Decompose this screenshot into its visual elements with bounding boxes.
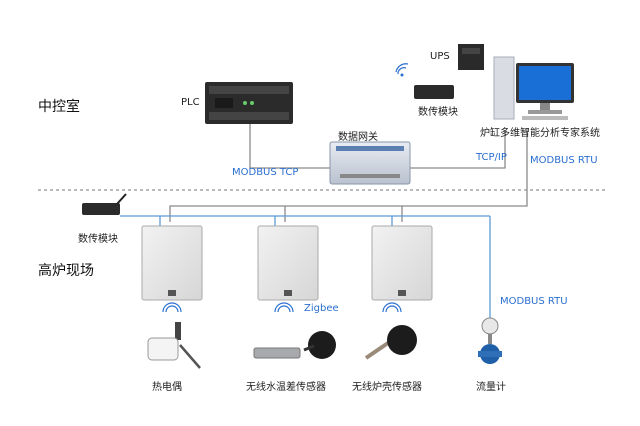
dtu-left-label: 数传模块: [78, 234, 118, 245]
shell-sensor-device: [364, 325, 417, 360]
zone-control-room: 中控室: [38, 99, 80, 115]
computer-device: [493, 56, 574, 120]
plc-label: PLC: [181, 97, 200, 108]
gateway-label: 数据网关: [338, 132, 378, 143]
tcp-ip-label: TCP/IP: [476, 152, 507, 163]
zone-field: 高炉现场: [38, 263, 94, 279]
dtu-top-device: [395, 63, 454, 99]
field-box-3: [371, 225, 433, 301]
system-label: 炉缸多维智能分析专家系统: [480, 128, 600, 139]
modbus-tcp-label: MODBUS TCP: [232, 167, 299, 178]
gateway-device: [329, 141, 411, 185]
field-box-1: [141, 225, 203, 301]
ups-device: [458, 44, 484, 70]
dtu-top-label: 数传模块: [418, 107, 458, 118]
thermocouple-device: [147, 322, 201, 369]
flowmeter-device: [478, 317, 502, 364]
ups-label: UPS: [430, 51, 450, 62]
shell-sensor-label: 无线炉壳传感器: [352, 382, 422, 393]
field-box-2: [257, 225, 319, 301]
dtu-left-device: [82, 193, 127, 215]
water-sensor-device: [253, 331, 336, 359]
wireless-icons: [162, 302, 402, 313]
modbus-rtu-top-label: MODBUS RTU: [530, 155, 598, 166]
thermocouple-label: 热电偶: [152, 382, 182, 393]
flowmeter-label: 流量计: [476, 382, 506, 393]
modbus-rtu-field-label: MODBUS RTU: [500, 296, 568, 307]
zigbee-label: Zigbee: [304, 303, 339, 314]
gray-links: [169, 123, 528, 222]
water-sensor-label: 无线水温差传感器: [246, 382, 326, 393]
plc-device: [205, 82, 293, 124]
